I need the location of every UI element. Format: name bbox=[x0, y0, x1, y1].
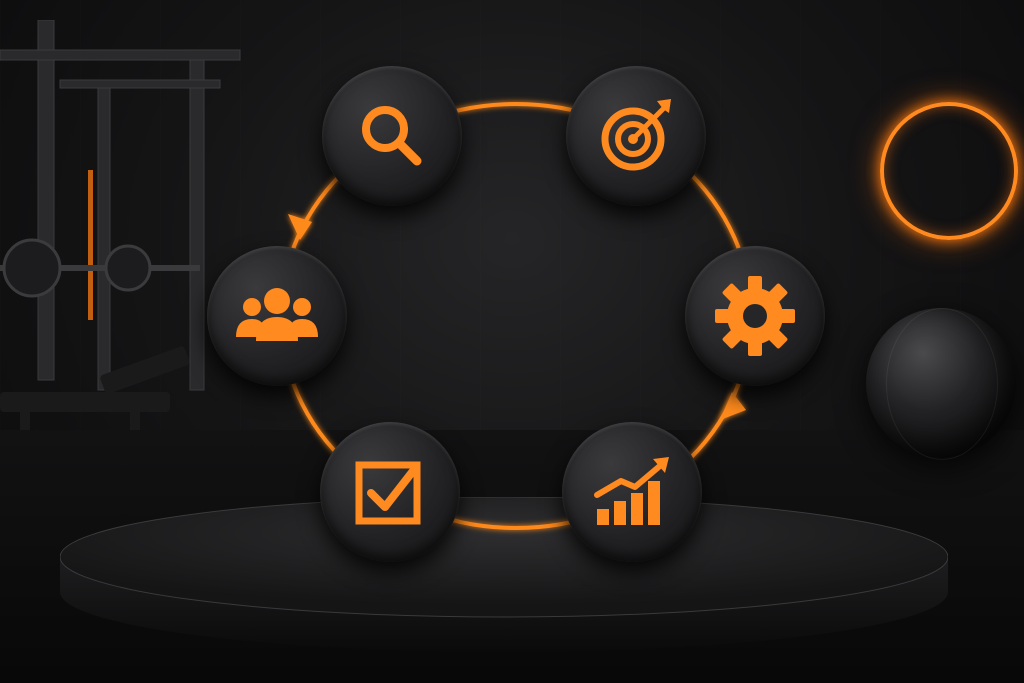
complete-node bbox=[320, 422, 460, 562]
target-node bbox=[566, 66, 706, 206]
target-icon bbox=[601, 99, 671, 171]
search-icon bbox=[362, 106, 422, 166]
team-node bbox=[207, 246, 347, 386]
power-rack bbox=[0, 20, 241, 470]
checkbox-icon bbox=[355, 461, 421, 525]
growth-node bbox=[562, 422, 702, 562]
pedestal bbox=[60, 497, 948, 652]
glowing-ring-decoration bbox=[880, 102, 1018, 240]
cycle-arrow-up bbox=[288, 214, 312, 240]
cycle-arrow-down bbox=[720, 392, 746, 420]
team-icon bbox=[236, 288, 318, 341]
settings-node bbox=[685, 246, 825, 386]
gear-icon bbox=[715, 276, 795, 356]
search-node bbox=[322, 66, 462, 206]
growth-chart-icon bbox=[594, 457, 669, 525]
exercise-ball bbox=[866, 308, 1016, 460]
